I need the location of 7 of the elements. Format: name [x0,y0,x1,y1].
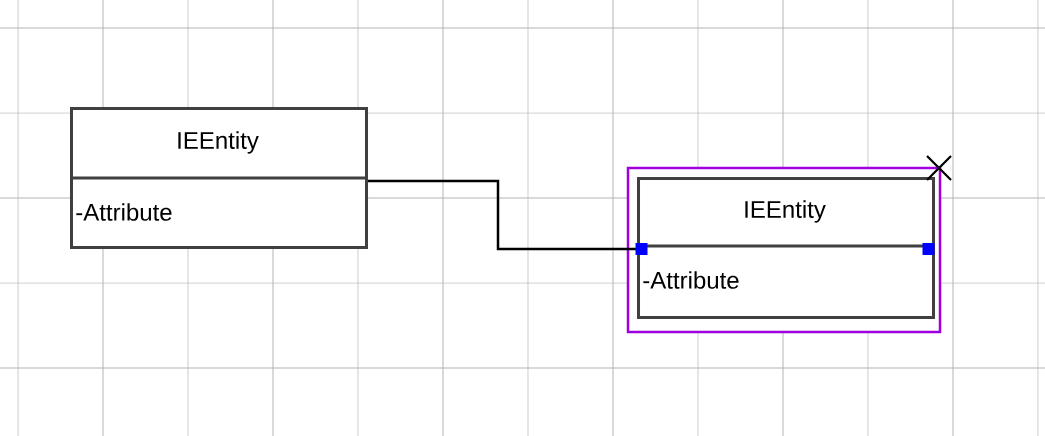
entity-name: IEEntity [745,200,826,223]
connector-line [368,179,637,251]
attribute-label: -Attribute [76,203,172,221]
entity-box [637,177,935,319]
attribute-label: -Attribute [643,271,739,289]
entity-box [70,107,368,249]
entity-name: IEEntity [178,131,259,154]
